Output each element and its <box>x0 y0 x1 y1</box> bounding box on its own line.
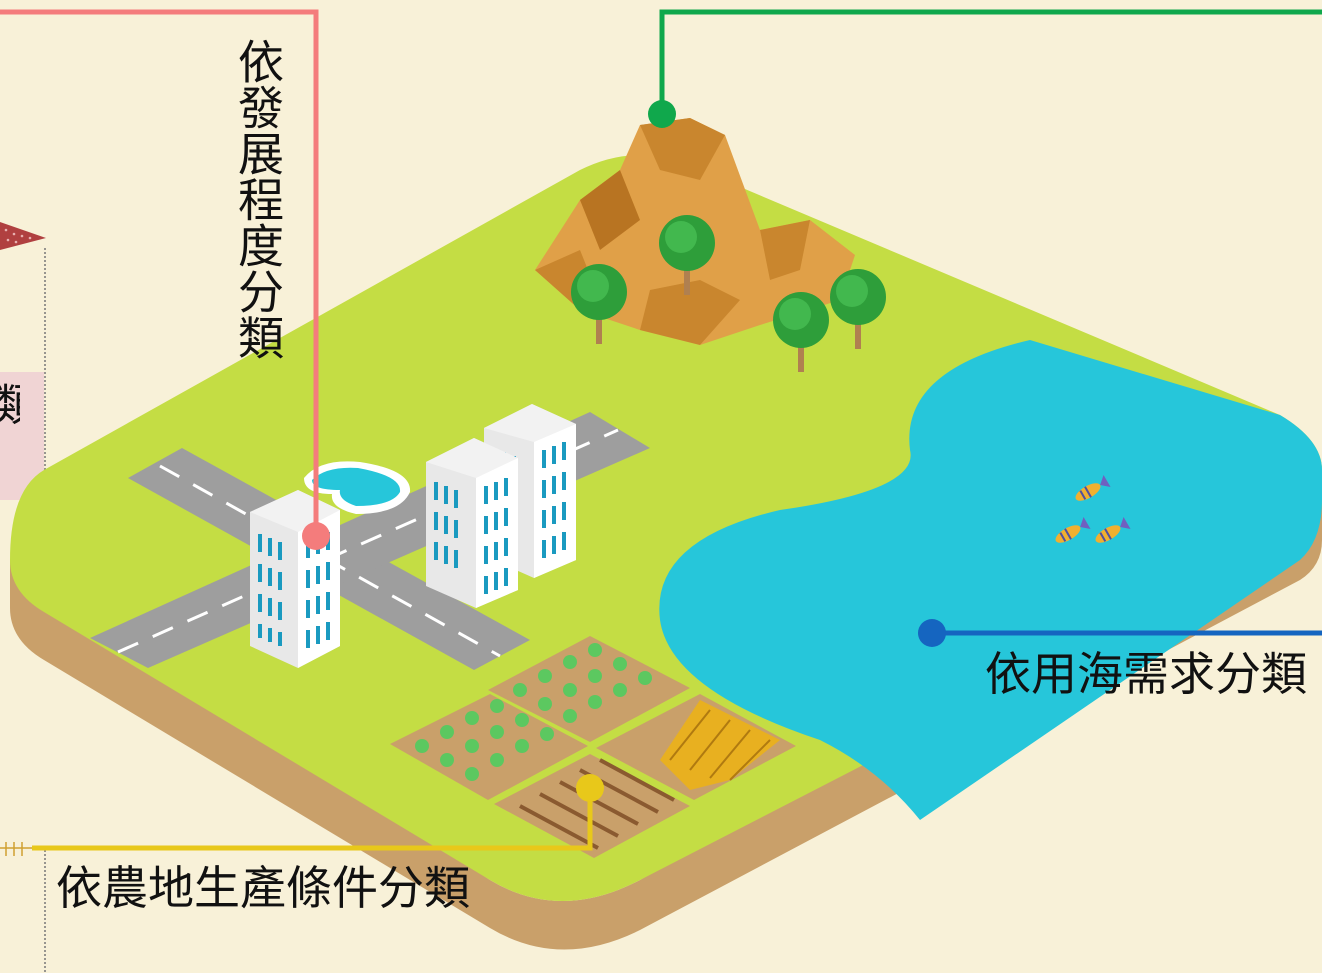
development-callout-line <box>0 9 330 550</box>
tree-icon <box>571 215 886 372</box>
left-panel-label-fragment: 類 <box>0 378 20 434</box>
development-level-label: 依發展程度分類 <box>231 38 285 360</box>
fish-icon <box>1055 474 1131 543</box>
pond-icon <box>304 461 411 514</box>
left-panel-fragment <box>0 222 46 973</box>
farmland-label: 依農地生產條件分類 <box>56 861 470 915</box>
crop-field-icon <box>390 636 690 800</box>
island-base <box>10 155 1322 950</box>
sea-use-label: 依用海需求分類 <box>985 647 1307 701</box>
farmland-callout-line <box>32 774 604 851</box>
sea <box>659 340 1322 820</box>
sea-callout-line <box>918 619 1322 647</box>
wheat-field-icon <box>596 694 796 800</box>
mountain-callout-line <box>648 9 1322 128</box>
